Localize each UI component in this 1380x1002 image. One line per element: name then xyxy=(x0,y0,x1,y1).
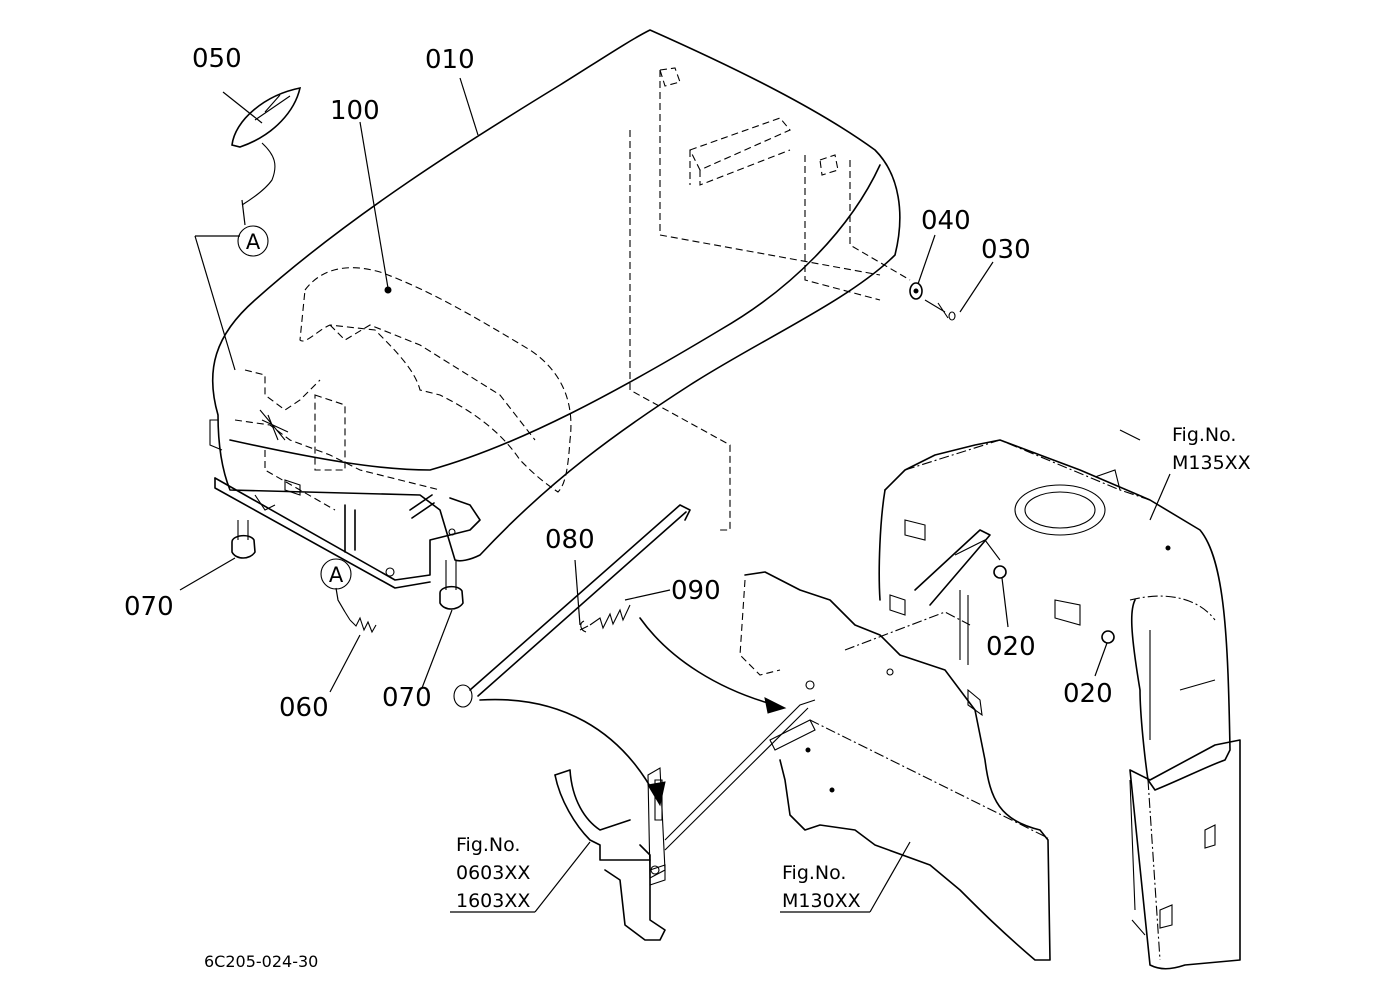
lower-support-bracket xyxy=(554,699,816,941)
callout-080: 080 xyxy=(545,525,595,555)
rubber-cushion-right xyxy=(439,560,464,610)
callout-060: 060 xyxy=(279,693,329,723)
callout-030: 030 xyxy=(981,235,1031,265)
hood-bolt-and-washer xyxy=(909,282,956,321)
fig-ref-c-number: M135XX xyxy=(1172,452,1251,474)
callout-050: 050 xyxy=(192,44,242,74)
side-bracket-plate xyxy=(739,571,1051,961)
leader-lines xyxy=(179,77,1171,913)
hood-panel xyxy=(209,29,901,562)
hood-latch-bracket xyxy=(214,369,481,589)
callout-labels: 010 050 100 040 030 020 020 070 070 060 … xyxy=(124,44,1113,723)
callout-090: 090 xyxy=(671,576,721,606)
hood-insulation xyxy=(299,267,572,493)
front-grille-panel xyxy=(878,439,1231,791)
callout-070-right: 070 xyxy=(382,683,432,713)
rubber-cushion-left xyxy=(231,520,256,559)
callout-020-lower: 020 xyxy=(1063,679,1113,709)
callout-100: 100 xyxy=(330,96,380,126)
stay-spring xyxy=(579,604,631,633)
latch-spring xyxy=(344,611,377,634)
callout-010: 010 xyxy=(425,45,475,75)
fig-ref-side-plate: Fig.No. M130XX xyxy=(782,862,861,912)
callout-070-left: 070 xyxy=(124,592,174,622)
hood-emblem xyxy=(231,86,302,206)
fig-ref-front-panel: Fig.No. M135XX xyxy=(1172,424,1251,474)
fig-ref-a-label: Fig.No. xyxy=(456,834,520,856)
fig-ref-c-label: Fig.No. xyxy=(1172,424,1236,446)
hood-stay-rod xyxy=(453,504,691,708)
connector-a-bottom-label: A xyxy=(329,563,344,587)
drawing-code: 6C205-024-30 xyxy=(204,952,318,971)
fig-ref-b-number: M130XX xyxy=(782,890,861,912)
fig-ref-b-label: Fig.No. xyxy=(782,862,846,884)
connector-a-top-label: A xyxy=(246,230,261,254)
assembly-arrows xyxy=(479,617,787,807)
fig-ref-a-number-1: 0603XX xyxy=(456,862,530,884)
callout-020-upper: 020 xyxy=(986,632,1036,662)
fig-ref-support-bracket: Fig.No. 0603XX 1603XX xyxy=(456,834,530,912)
hood-hinge-brackets xyxy=(629,67,911,531)
connector-marker-a-top: A xyxy=(237,225,269,257)
callout-040: 040 xyxy=(921,206,971,236)
front-lower-side-panel xyxy=(1129,739,1241,970)
connector-marker-a-bottom: A xyxy=(320,558,352,590)
fig-ref-a-number-2: 1603XX xyxy=(456,890,530,912)
